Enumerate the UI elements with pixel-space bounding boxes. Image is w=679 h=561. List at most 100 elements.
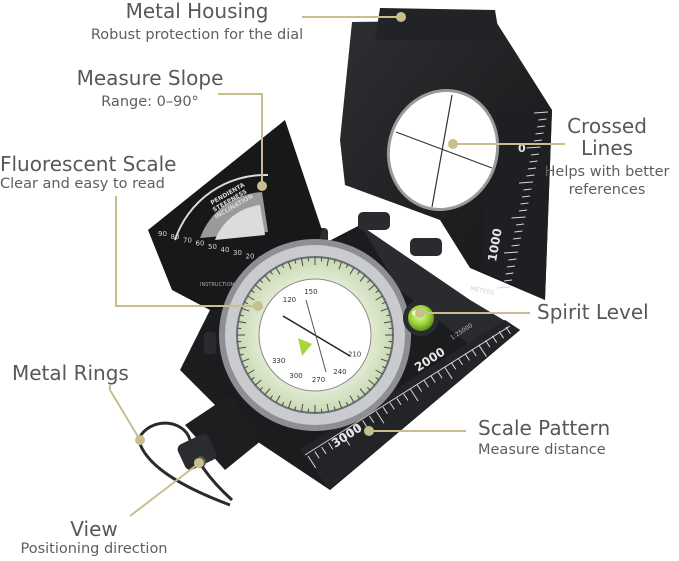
callout-view: View Positioning direction [4,518,184,558]
lid-ruler-tick [536,125,546,128]
dial-tick [345,401,349,406]
lid-ruler-tick [503,251,519,254]
lid-ruler-tick [503,279,513,282]
lid-ruler-tick [505,272,514,275]
dial-tick [294,259,297,264]
base-ruler-tick [450,362,457,370]
dial-tick [239,353,244,356]
sighting-knob [177,395,262,470]
base-ruler-tick [430,375,436,383]
lid-ruler-tick [515,223,525,226]
lid-scale-1000: 1000 [485,227,505,262]
measure-slope-title: Measure Slope [76,66,224,90]
base-ruler-tick [491,335,498,343]
scale-pattern-subtitle: Measure distance [478,442,606,458]
base-ruler [300,320,520,490]
base-ruler-tick [498,331,504,339]
dial-tick [338,400,343,409]
dial-tick [244,301,249,305]
dial-tick [259,279,264,284]
lid-scale-unit: METERS [470,285,496,297]
dial-tick [247,295,255,301]
dial-tick [241,358,250,363]
dial-tick [287,261,292,270]
clinometer-tick-label: 80 [171,233,180,241]
dial-tick [238,320,247,324]
clinometer-tick-label: 30 [233,249,242,257]
base-ruler-tick [375,411,385,424]
dial-label: 120 [283,296,296,304]
base-ruler-ticks [307,326,511,469]
dial-tick [300,258,304,267]
clinometer-tick-label: 40 [221,246,230,254]
dial-tick [357,270,361,275]
dial-tick [375,369,383,375]
view-subtitle: Positioning direction [20,541,168,557]
lid-ruler-tick [526,146,541,149]
crossed-lines-subtitle-line2: references [568,182,646,198]
lid-ruler-tick [518,181,534,184]
lid-ruler-tick [523,188,532,191]
dial-tick [386,314,391,317]
dial-label: 270 [312,376,325,384]
leader-dots [135,12,458,468]
lid-ruler-tick [511,244,520,247]
metal-rings-title: Metal Rings [12,361,129,385]
clinometer-tick-label: 20 [246,252,255,260]
dial-tick [250,377,255,381]
callout-metal-rings: Metal Rings [12,362,129,384]
dial-label: 150 [304,288,317,296]
base-ruler-tick [457,357,464,366]
base-ruler-tick [328,442,334,450]
dial-tick [250,289,255,293]
clinometer-tick-label: 70 [183,236,192,244]
dial-tick [386,353,391,356]
lid-hinges [312,212,442,256]
base-ruler-tick [437,371,443,379]
dial-tick [244,365,249,369]
base-ruler-tick [314,451,320,459]
metal-ring [136,421,234,507]
clinometer-tick-label: 90 [158,230,167,238]
lid-ruler-tick [506,265,516,268]
dial-tick [368,379,376,386]
base-ruler-tick [444,366,453,380]
lid-ruler-tick [529,160,538,163]
lid-ruler-tick [535,132,544,135]
base-ruler-tick [464,353,470,361]
dial-tick [238,346,247,350]
dial-tick [254,284,262,291]
base-ruler-tick [307,455,317,469]
dial-tick [366,386,371,391]
base-ruler-tick [478,344,487,357]
dial-tick [241,307,250,312]
metal-housing-subtitle: Robust protection for the dial [90,27,304,43]
base-ruler-tick [409,389,419,402]
dial-tick [326,258,330,267]
base-ruler-tick [334,437,341,446]
crossed-lines-title-line1: Crossed [567,114,647,138]
lid-ruler-ticks [496,111,549,289]
callout-measure-slope: Measure Slope Range: 0–90° [60,67,240,111]
instructions-text: INSTRUCTIONS [200,282,237,288]
dial-label: 330 [272,357,285,365]
base-ruler-tick [341,433,351,446]
spirit-level-title: Spirit Level [537,300,649,324]
dial-tick [287,400,292,409]
dial-tick [275,267,281,275]
dial-tick [300,403,304,412]
dial-tick [275,395,281,403]
dial-tick [380,307,389,312]
dial-tick [375,289,380,293]
base-ruler-tick [396,397,402,406]
dial-tick [368,284,376,291]
dial-tick [375,295,383,301]
lid-pin [204,332,216,354]
dial-tick [381,301,386,305]
callout-spirit-level: Spirit Level [537,301,649,323]
lid-ruler-tick [521,195,531,198]
dial-tick [294,406,297,411]
dial-tick [281,264,285,269]
